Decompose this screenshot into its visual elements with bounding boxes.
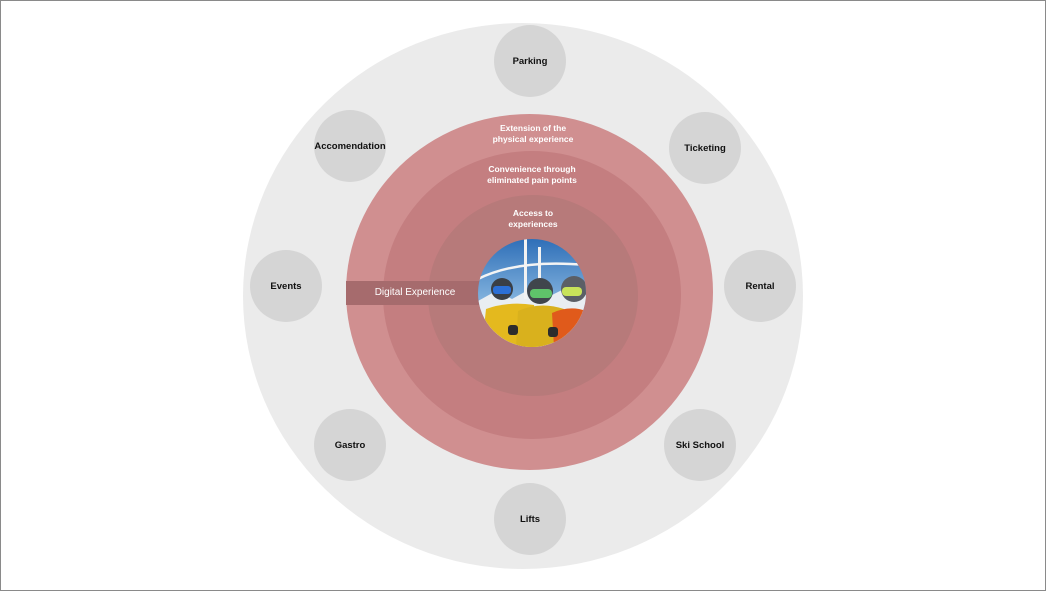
node-ski-school-label: Ski School (675, 439, 725, 451)
node-parking-label: Parking (512, 55, 548, 67)
node-ticketing-label: Ticketing (684, 142, 726, 154)
ring-label-convenience: Convenience through eliminated pain poin… (487, 164, 577, 185)
node-accomendation[interactable]: Accomendation (314, 110, 386, 182)
digital-experience-label: Digital Experience (374, 287, 456, 298)
node-gastro[interactable]: Gastro (314, 409, 386, 481)
digital-experience-bar (346, 281, 486, 305)
node-events-label: Events (270, 280, 302, 292)
node-ticketing[interactable]: Ticketing (669, 112, 741, 184)
ring-label-access: Access to experiences (508, 208, 558, 229)
node-lifts-label: Lifts (519, 513, 541, 525)
node-rental[interactable]: Rental (724, 250, 796, 322)
ring-label-physical-extension: Extension of the physical experience (492, 123, 574, 144)
node-lifts[interactable]: Lifts (494, 483, 566, 555)
node-gastro-label: Gastro (334, 439, 366, 451)
node-ski-school[interactable]: Ski School (664, 409, 736, 481)
node-accomendation-label: Accomendation (314, 140, 386, 152)
node-parking[interactable]: Parking (494, 25, 566, 97)
node-rental-label: Rental (745, 280, 775, 292)
skiers-photo-illustration (478, 239, 586, 347)
node-events[interactable]: Events (250, 250, 322, 322)
skiers-photo (478, 239, 586, 347)
